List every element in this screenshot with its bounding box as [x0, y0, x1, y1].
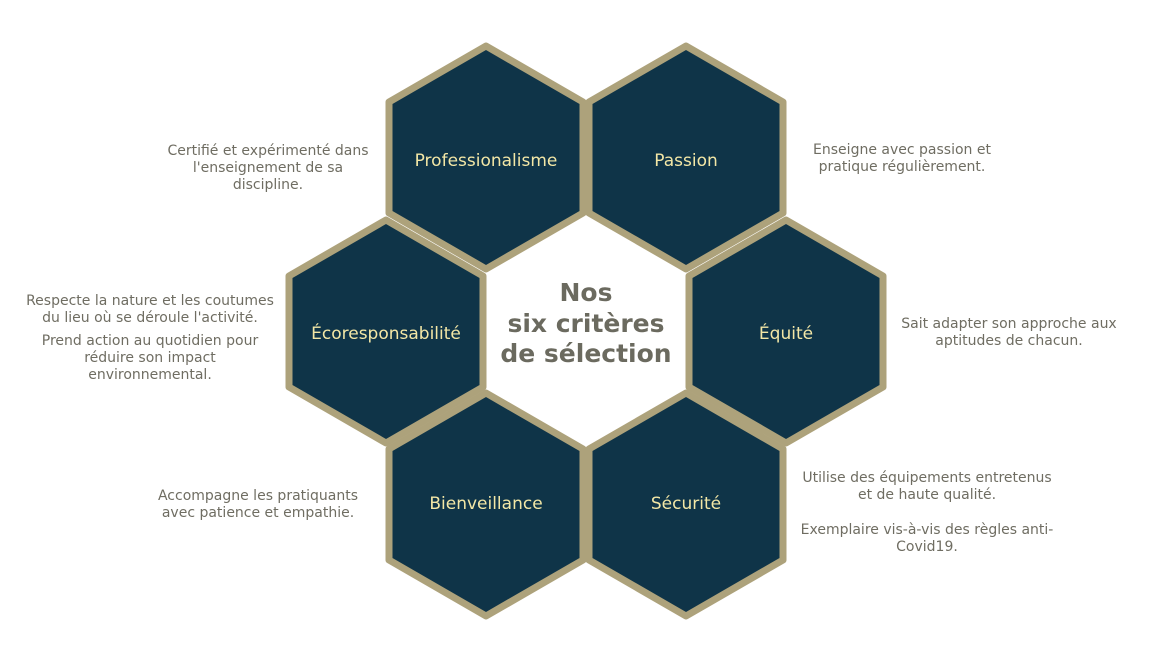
hex-equite: Équité [685, 216, 887, 447]
desc-ecoresponsabilite-text-2: Prend action au quotidien pour réduire s… [41, 333, 259, 383]
center-title: Nos six critères de sélection [500, 278, 671, 368]
hex-shape-equite [685, 216, 887, 447]
desc-passion-text: Enseigne avec passion et pratique réguli… [813, 142, 991, 175]
hex-label-securite: Sécurité [651, 494, 721, 514]
center-title-line3: de sélection [500, 339, 671, 368]
desc-professionalisme-text: Certifié et expérimenté dans l'enseignem… [167, 143, 369, 193]
desc-bienveillance-text: Accompagne les pratiquants avec patience… [157, 488, 359, 521]
hex-label-equite: Équité [759, 322, 813, 344]
hex-shape-professionalisme [385, 42, 587, 273]
desc-bienveillance: Accompagne les pratiquants avec patience… [153, 488, 363, 522]
desc-ecoresponsabilite: Respecte la nature et les coutumes du li… [25, 293, 275, 384]
desc-securite-text-1: Utilise des équipements entretenus et de… [802, 470, 1052, 503]
desc-professionalisme: Certifié et expérimenté dans l'enseignem… [158, 143, 378, 194]
hex-ecoresponsabilite: Écoresponsabilité [285, 216, 487, 447]
hex-label-ecoresponsabilite: Écoresponsabilité [311, 322, 461, 344]
desc-equite-text: Sait adapter son approche aux aptitudes … [901, 316, 1117, 349]
hex-label-professionalisme: Professionalisme [415, 151, 558, 171]
hex-securite: Sécurité [585, 389, 787, 620]
hex-label-passion: Passion [654, 151, 718, 171]
hex-shape-bienveillance [385, 389, 587, 620]
desc-ecoresponsabilite-text-1: Respecte la nature et les coutumes du li… [26, 293, 274, 326]
hex-label-bienveillance: Bienveillance [429, 494, 542, 514]
center-title-line2: six critères [507, 309, 664, 338]
hex-shape-passion [585, 42, 787, 273]
desc-securite-text-2: Exemplaire vis-à-vis des règles anti-Cov… [800, 522, 1054, 555]
hex-shape-ecoresponsabilite [285, 216, 487, 447]
desc-equite: Sait adapter son approche aux aptitudes … [898, 316, 1120, 350]
hex-bienveillance: Bienveillance [385, 389, 587, 620]
desc-passion: Enseigne avec passion et pratique réguli… [797, 142, 1007, 176]
hex-passion: Passion [585, 42, 787, 273]
hex-shape-securite [585, 389, 787, 620]
center-title-line1: Nos [560, 278, 613, 307]
desc-securite: Utilise des équipements entretenus et de… [800, 470, 1054, 556]
hex-professionalisme: Professionalisme [385, 42, 587, 273]
